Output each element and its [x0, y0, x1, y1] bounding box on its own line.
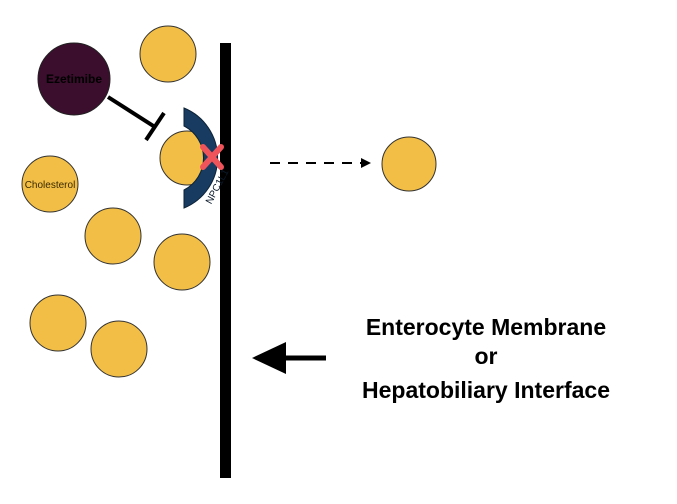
caption-line-3: Hepatobiliary Interface — [362, 377, 610, 403]
cholesterol-label: Cholesterol — [25, 180, 76, 191]
caption-line-1: Enterocyte Membrane — [366, 314, 606, 340]
cholesterol-molecule — [29, 294, 87, 352]
membrane-line — [220, 43, 231, 478]
cholesterol-molecule — [90, 320, 148, 378]
solid-arrow-icon — [252, 342, 326, 374]
ezetimibe-molecule: Ezetimibe — [37, 42, 111, 116]
ezetimibe-label: Ezetimibe — [46, 72, 102, 86]
cholesterol-molecule-transported — [381, 136, 437, 192]
t-bar-inhibition-icon — [106, 95, 166, 142]
cholesterol-molecule — [153, 233, 211, 291]
cholesterol-molecule — [84, 207, 142, 265]
cholesterol-molecule-labeled: Cholesterol — [21, 155, 79, 213]
cholesterol-molecule — [139, 25, 197, 83]
caption-line-2: or — [475, 343, 498, 369]
red-x-icon — [200, 144, 224, 170]
membrane-caption: Enterocyte Membrane or Hepatobiliary Int… — [362, 314, 610, 403]
